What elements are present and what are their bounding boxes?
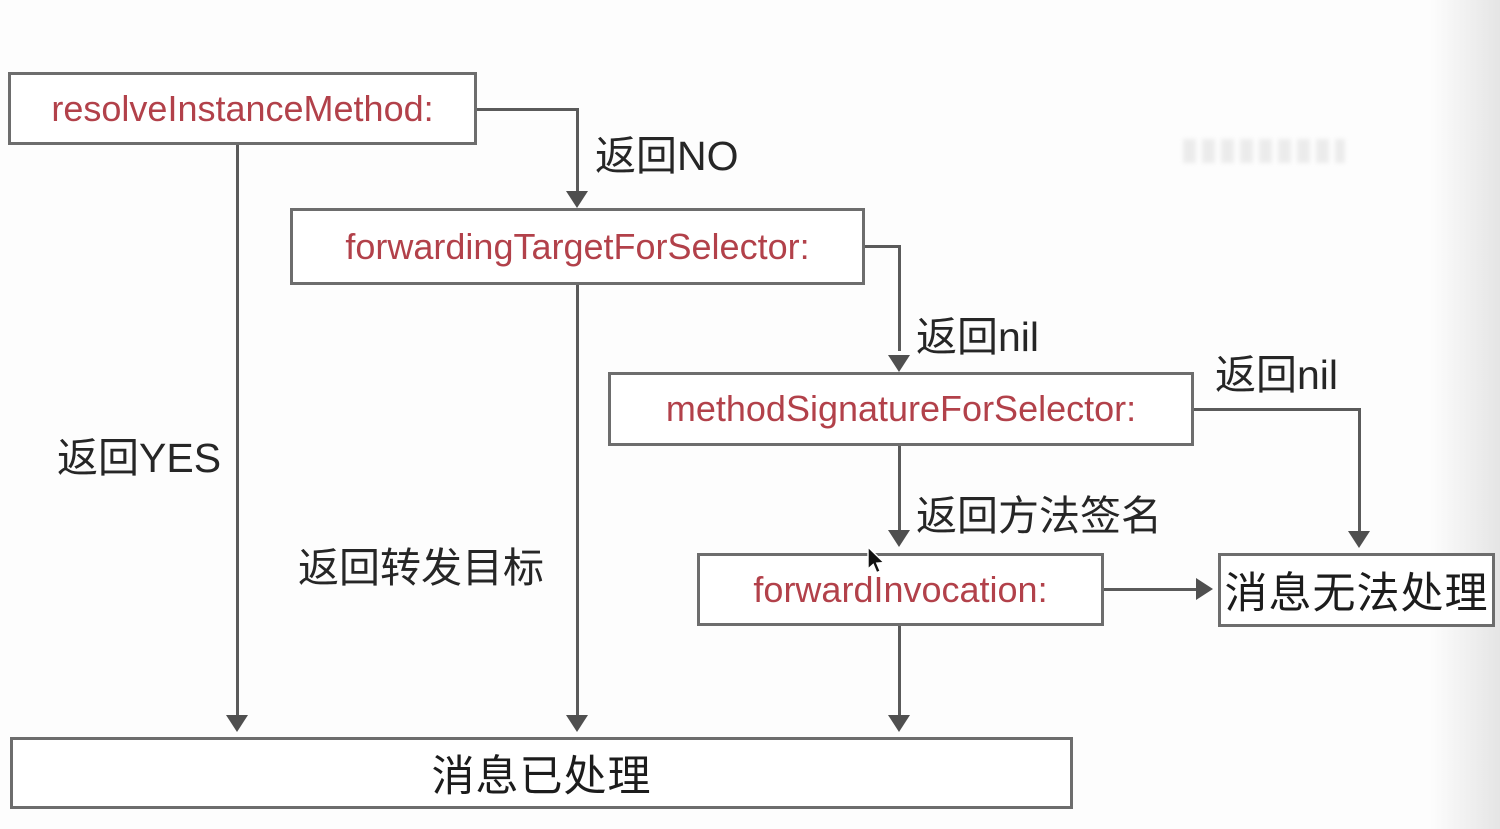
edge-resolve-to-forwarding-h [477,108,578,111]
edge-signature-to-unhandled-v [1358,408,1361,533]
mouse-cursor-icon [866,545,888,581]
watermark [1183,139,1345,163]
arrowhead-forwarding-into-handled [566,715,588,732]
edge-invocation-to-handled-v [898,626,901,717]
node-method-signature-for-selector: methodSignatureForSelector: [608,372,1194,446]
edge-invocation-to-unhandled-h [1104,588,1198,591]
edge-label-return-nil-to-unhandled: 返回nil [1215,352,1339,398]
edge-label-return-method-signature: 返回方法签名 [916,493,1162,539]
edge-forwarding-to-signature-h [865,245,901,248]
edge-label-return-nil-to-signature: 返回nil [916,314,1040,360]
edge-forwarding-to-handled-v [576,285,579,717]
edge-label-return-no: 返回NO [595,133,739,179]
node-message-unhandled: 消息无法处理 [1218,553,1495,627]
node-resolve-instance-method: resolveInstanceMethod: [8,72,477,145]
node-message-handled: 消息已处理 [10,737,1073,809]
edge-resolve-to-forwarding-v [576,108,579,194]
arrowhead-resolve-into-handled [226,715,248,732]
arrowhead-into-method-signature [888,355,910,372]
edge-forwarding-to-signature-v [898,245,901,351]
edge-signature-to-unhandled-h [1194,408,1361,411]
edge-label-return-yes: 返回YES [57,435,222,481]
arrowhead-into-forward-invocation [888,530,910,547]
edge-label-return-forward-target: 返回转发目标 [298,545,544,591]
node-forwarding-target-for-selector: forwardingTargetForSelector: [290,208,865,285]
arrowhead-into-message-unhandled-left [1196,578,1213,600]
right-edge-shade [1430,0,1500,829]
node-forward-invocation: forwardInvocation: [697,553,1104,626]
arrowhead-invocation-into-handled [888,715,910,732]
edge-signature-to-invocation-v [898,446,901,532]
arrowhead-into-message-unhandled-top [1348,531,1370,548]
edge-resolve-to-handled-v [236,145,239,717]
arrowhead-into-forwarding-target [566,191,588,208]
